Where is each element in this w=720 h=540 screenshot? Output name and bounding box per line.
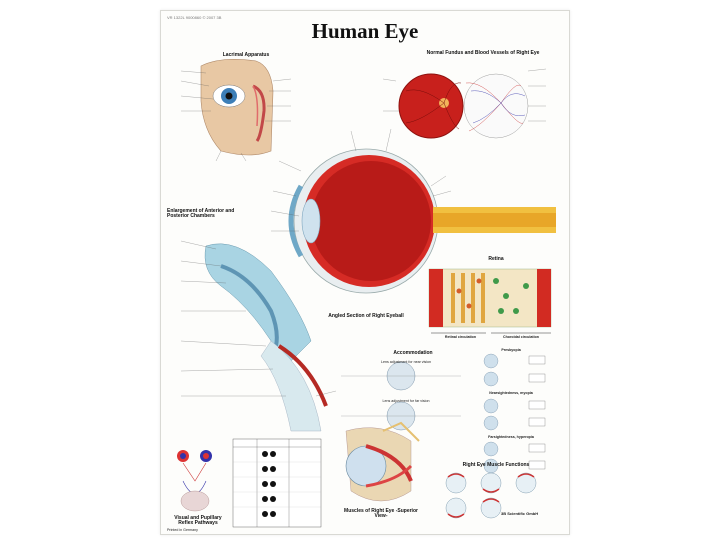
chamber-enlargement	[180, 240, 337, 432]
visual-field-table	[232, 438, 322, 528]
eyeball-section	[270, 128, 556, 294]
fundus-label: Normal Fundus and Blood Vessels of Right…	[426, 50, 540, 56]
muscles-superior-view	[345, 421, 420, 502]
enlargement-label: Enlargement of Anterior and Posterior Ch…	[167, 208, 235, 220]
near-vision-label: Lens adjustment for near vision	[381, 360, 431, 364]
angled-section-label: Angled Section of Right Eyeball	[328, 313, 404, 319]
retina-layers	[428, 268, 552, 334]
visual-pathways	[177, 450, 212, 512]
lacrimal-label: Lacrimal Apparatus	[222, 52, 270, 58]
muscle-functions-label: Right Eye Muscle Functions	[462, 462, 530, 468]
fundus-illustration	[382, 68, 547, 139]
accommodation-diagrams	[341, 353, 546, 474]
choroidal-circulation-label: Choroidal circulation	[503, 335, 539, 339]
anatomy-poster: VR 1322L 9000860 © 2007 3B Human Eye	[160, 10, 570, 535]
printed-in: Printed in Germany	[167, 528, 198, 532]
brand-name: 3B Scientific GmbH	[501, 511, 539, 516]
poster-code: VR 1322L 9000860 © 2007 3B	[167, 15, 222, 20]
muscles-superior-label: Muscles of Right Eye -Superior View-	[344, 508, 418, 520]
presbyopia-label: Presbyopia	[501, 348, 521, 352]
accommodation-label: Accommodation	[393, 350, 433, 356]
retina-label: Retina	[488, 256, 504, 262]
visual-pathways-label: Visual and Pupillary Reflex Pathways	[174, 515, 222, 527]
lacrimal-illustration	[180, 59, 292, 162]
poster-title: Human Eye	[311, 19, 419, 43]
far-vision-label: Lens adjustment for far vision	[382, 399, 430, 403]
muscle-function-eyes	[445, 472, 537, 519]
hyperopia-label: Farsightedness, hyperopia	[488, 435, 534, 439]
myopia-label: Nearsightedness, myopia	[489, 391, 533, 395]
retinal-circulation-label: Retinal circulation	[444, 335, 477, 339]
poster-illustrations	[177, 59, 556, 528]
